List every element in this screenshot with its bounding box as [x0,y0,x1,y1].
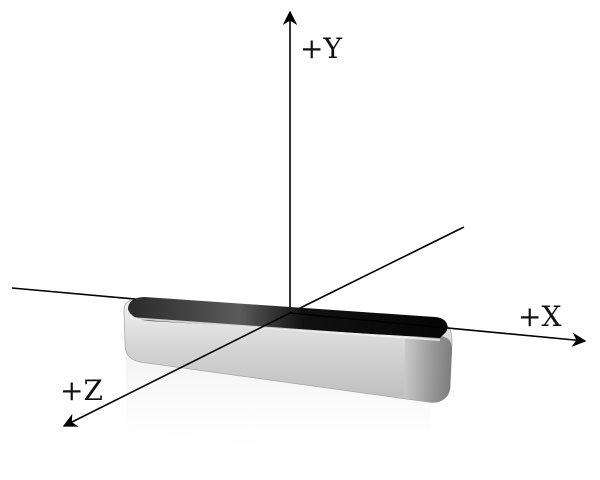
device-top-glass [128,297,448,338]
z-axis-label: +Z [60,374,103,407]
device-rim-highlight [129,317,441,341]
y-axis-label: +Y [300,32,342,65]
z-axis-front [62,312,291,427]
x-axis-front [289,312,587,347]
z-axis-back [289,226,465,314]
x-axis-label: +X [518,300,561,333]
device-reflection [126,352,430,470]
sensor-device [123,297,453,403]
device-end-cap [404,336,452,403]
